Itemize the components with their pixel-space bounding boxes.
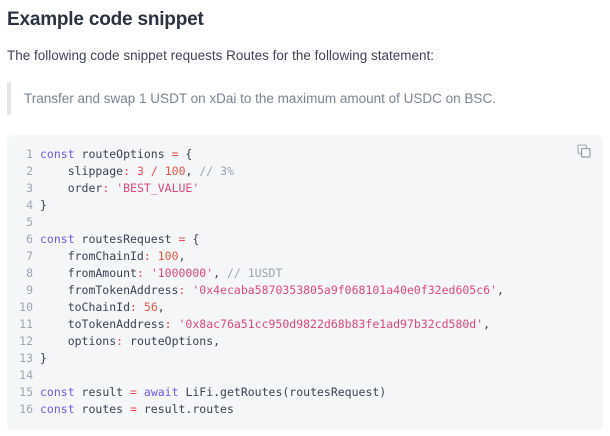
line-number: 10 — [19, 300, 33, 314]
code-line: 12 options: routeOptions, — [15, 333, 589, 350]
code-line-text: fromAmount: '1000000', // 1USDT — [40, 266, 283, 280]
code-line: 1 const routeOptions = { — [15, 146, 589, 163]
line-number: 12 — [19, 334, 33, 348]
code-line: 6 const routesRequest = { — [15, 231, 589, 248]
code-line-text: } — [40, 351, 47, 365]
line-number: 16 — [19, 402, 33, 416]
line-number: 15 — [19, 385, 33, 399]
copy-code-button[interactable] — [575, 142, 593, 160]
code-line-text: order: 'BEST_VALUE' — [40, 181, 200, 195]
code-line: 2 slippage: 3 / 100, // 3% — [15, 163, 589, 180]
code-line-text: const routes = result.routes — [40, 402, 234, 416]
line-number: 3 — [26, 181, 33, 195]
line-number: 9 — [26, 283, 33, 297]
code-line-text: const routesRequest = { — [40, 232, 200, 246]
statement-quote: Transfer and swap 1 USDT on xDai to the … — [7, 82, 603, 115]
line-number: 1 — [26, 147, 33, 161]
intro-text: The following code snippet requests Rout… — [7, 48, 434, 63]
code-line-text: fromChainId: 100, — [40, 249, 186, 263]
code-lines: 1 const routeOptions = { 2 slippage: 3 / 1… — [15, 146, 589, 418]
code-line: 10 toChainId: 56, — [15, 299, 589, 316]
line-number: 7 — [26, 249, 33, 263]
line-number: 13 — [19, 351, 33, 365]
code-line: 5 — [15, 214, 589, 231]
code-line: 11 toTokenAddress: '0x8ac76a51cc950d9822… — [15, 316, 589, 333]
line-number: 8 — [26, 266, 33, 280]
code-line: 14 — [15, 367, 589, 384]
line-number: 4 — [26, 198, 33, 212]
code-line: 13} — [15, 350, 589, 367]
line-number: 14 — [19, 368, 33, 382]
line-number: 6 — [26, 232, 33, 246]
code-line-text: toChainId: 56, — [40, 300, 165, 314]
line-number: 2 — [26, 164, 33, 178]
code-line: 7 fromChainId: 100, — [15, 248, 589, 265]
statement-quote-text: Transfer and swap 1 USDT on xDai to the … — [24, 91, 496, 106]
code-line: 8 fromAmount: '1000000', // 1USDT — [15, 265, 589, 282]
code-line-text: slippage: 3 / 100, // 3% — [40, 164, 234, 178]
code-line: 3 order: 'BEST_VALUE' — [15, 180, 589, 197]
code-line-text: const result = await LiFi.getRoutes(rout… — [40, 385, 387, 399]
code-line: 9 fromTokenAddress: '0x4ecaba5870353805a… — [15, 282, 589, 299]
code-line-text: } — [40, 198, 47, 212]
code-line-text: fromTokenAddress: '0x4ecaba5870353805a9f… — [40, 283, 504, 297]
code-line: 4} — [15, 197, 589, 214]
code-line-text: toTokenAddress: '0x8ac76a51cc950d9822d68… — [40, 317, 491, 331]
code-line-text: options: routeOptions, — [40, 334, 221, 348]
copy-icon — [577, 144, 591, 158]
code-line: 15 const result = await LiFi.getRoutes(ro… — [15, 384, 589, 401]
code-line-text: const routeOptions = { — [40, 147, 193, 161]
code-block: 1 const routeOptions = { 2 slippage: 3 / 1… — [7, 135, 603, 430]
line-number: 11 — [19, 317, 33, 331]
page-title: Example code snippet — [7, 9, 204, 30]
line-number: 5 — [26, 215, 33, 229]
code-line: 16 const routes = result.routes — [15, 401, 589, 418]
